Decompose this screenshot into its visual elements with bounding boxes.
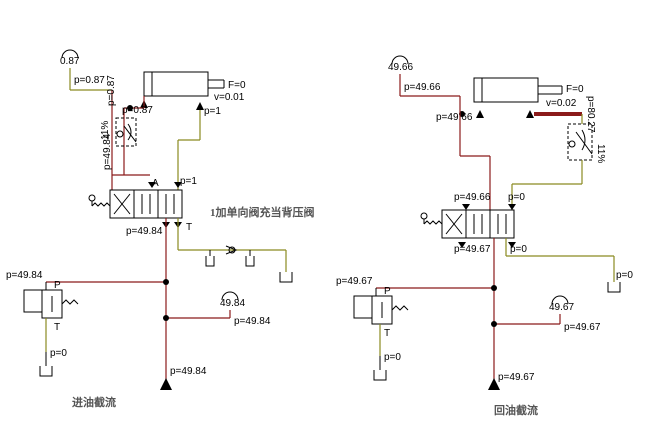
left-p-mid: p=49.84 — [234, 316, 271, 327]
right-p-valve-p: p=49.67 — [454, 244, 491, 255]
right-directional-valve — [420, 204, 516, 248]
right-cyl-velocity: v=0.02 — [546, 98, 577, 109]
right-relief-valve: p=49.67 P T p=0 — [336, 276, 497, 381]
left-directional-valve: A T — [88, 178, 192, 233]
right-p-vertical: p=80.27 — [585, 96, 596, 133]
left-top-gauge: 0.87 p=0.87 — [60, 49, 112, 91]
left-p-valve-in: p=49.84 — [102, 133, 113, 170]
left-circuit: 0.87 p=0.87 F=0 v=0.01 p=1 p=0.87 — [6, 49, 315, 409]
right-pct: 11% — [595, 144, 606, 163]
left-pct: 11% — [100, 121, 111, 140]
right-p-mid: p=49.67 — [564, 322, 601, 333]
left-relief-p: P — [54, 280, 61, 291]
right-p-cyl-left: p=49.66 — [436, 112, 473, 123]
right-caption: 回油截流 — [494, 403, 538, 417]
right-circuit: 49.66 p=49.66 F=0 v=0.02 p=49.66 p=80.27 — [336, 55, 633, 417]
left-p-b-line: p=1 — [180, 176, 197, 187]
right-p-top: p=49.66 — [404, 82, 441, 93]
note-back-pressure: 1加单向阀充当背压阀 — [210, 205, 315, 219]
left-gauge-top-value: 0.87 — [60, 56, 80, 67]
right-p-relief-t: p=0 — [384, 352, 401, 363]
right-gauge-mid-value: 49.67 — [549, 302, 574, 313]
left-back-pressure-check — [177, 218, 293, 283]
left-p-relief: p=49.84 — [6, 270, 43, 281]
left-cyl-velocity: v=0.01 — [214, 92, 245, 103]
right-gauge-top-value: 49.66 — [388, 62, 413, 73]
right-mid-gauge: 49.67 p=49.67 — [491, 295, 601, 333]
left-port-t: T — [186, 222, 192, 233]
right-p-pump: p=49.67 — [498, 372, 535, 383]
right-cyl-force: F=0 — [566, 84, 584, 95]
left-mid-gauge: 49.84 p=49.84 — [163, 291, 271, 327]
right-relief-t: T — [384, 328, 390, 339]
left-p-p-line: p=49.84 — [126, 226, 163, 237]
left-p-top: p=0.87 — [74, 75, 105, 86]
left-relief-t: T — [54, 322, 60, 333]
left-cyl-force: F=0 — [228, 80, 246, 91]
right-p-tank: p=0 — [616, 270, 633, 281]
left-p-cyl-rod: p=1 — [204, 106, 221, 117]
left-cylinder: F=0 v=0.01 p=1 — [140, 71, 246, 117]
right-p-valve-t: p=0 — [510, 244, 527, 255]
left-p-vertical: p=0.87 — [106, 75, 117, 106]
left-p-pump: p=49.84 — [170, 366, 207, 377]
left-p-relief-t: p=0 — [50, 348, 67, 359]
left-throttle-check: p=0.87 p=0.87 11% p=49.84 — [100, 75, 153, 190]
right-p-valve-a: p=49.66 — [454, 192, 491, 203]
right-cylinder: F=0 v=0.02 p=49.66 — [436, 77, 584, 123]
right-p-valve-b: p=0 — [508, 192, 525, 203]
left-relief-valve: p=49.84 P T p=0 — [6, 270, 169, 377]
left-p-check: p=0.87 — [122, 105, 153, 116]
right-throttle-check: 11% — [511, 114, 606, 210]
right-p-relief: p=49.67 — [336, 276, 373, 287]
right-top-gauge: 49.66 p=49.66 — [388, 55, 460, 97]
right-relief-p: P — [384, 286, 391, 297]
left-gauge-mid-value: 49.84 — [220, 298, 245, 309]
left-port-a: A — [152, 178, 159, 189]
left-caption: 进油截流 — [72, 395, 116, 409]
